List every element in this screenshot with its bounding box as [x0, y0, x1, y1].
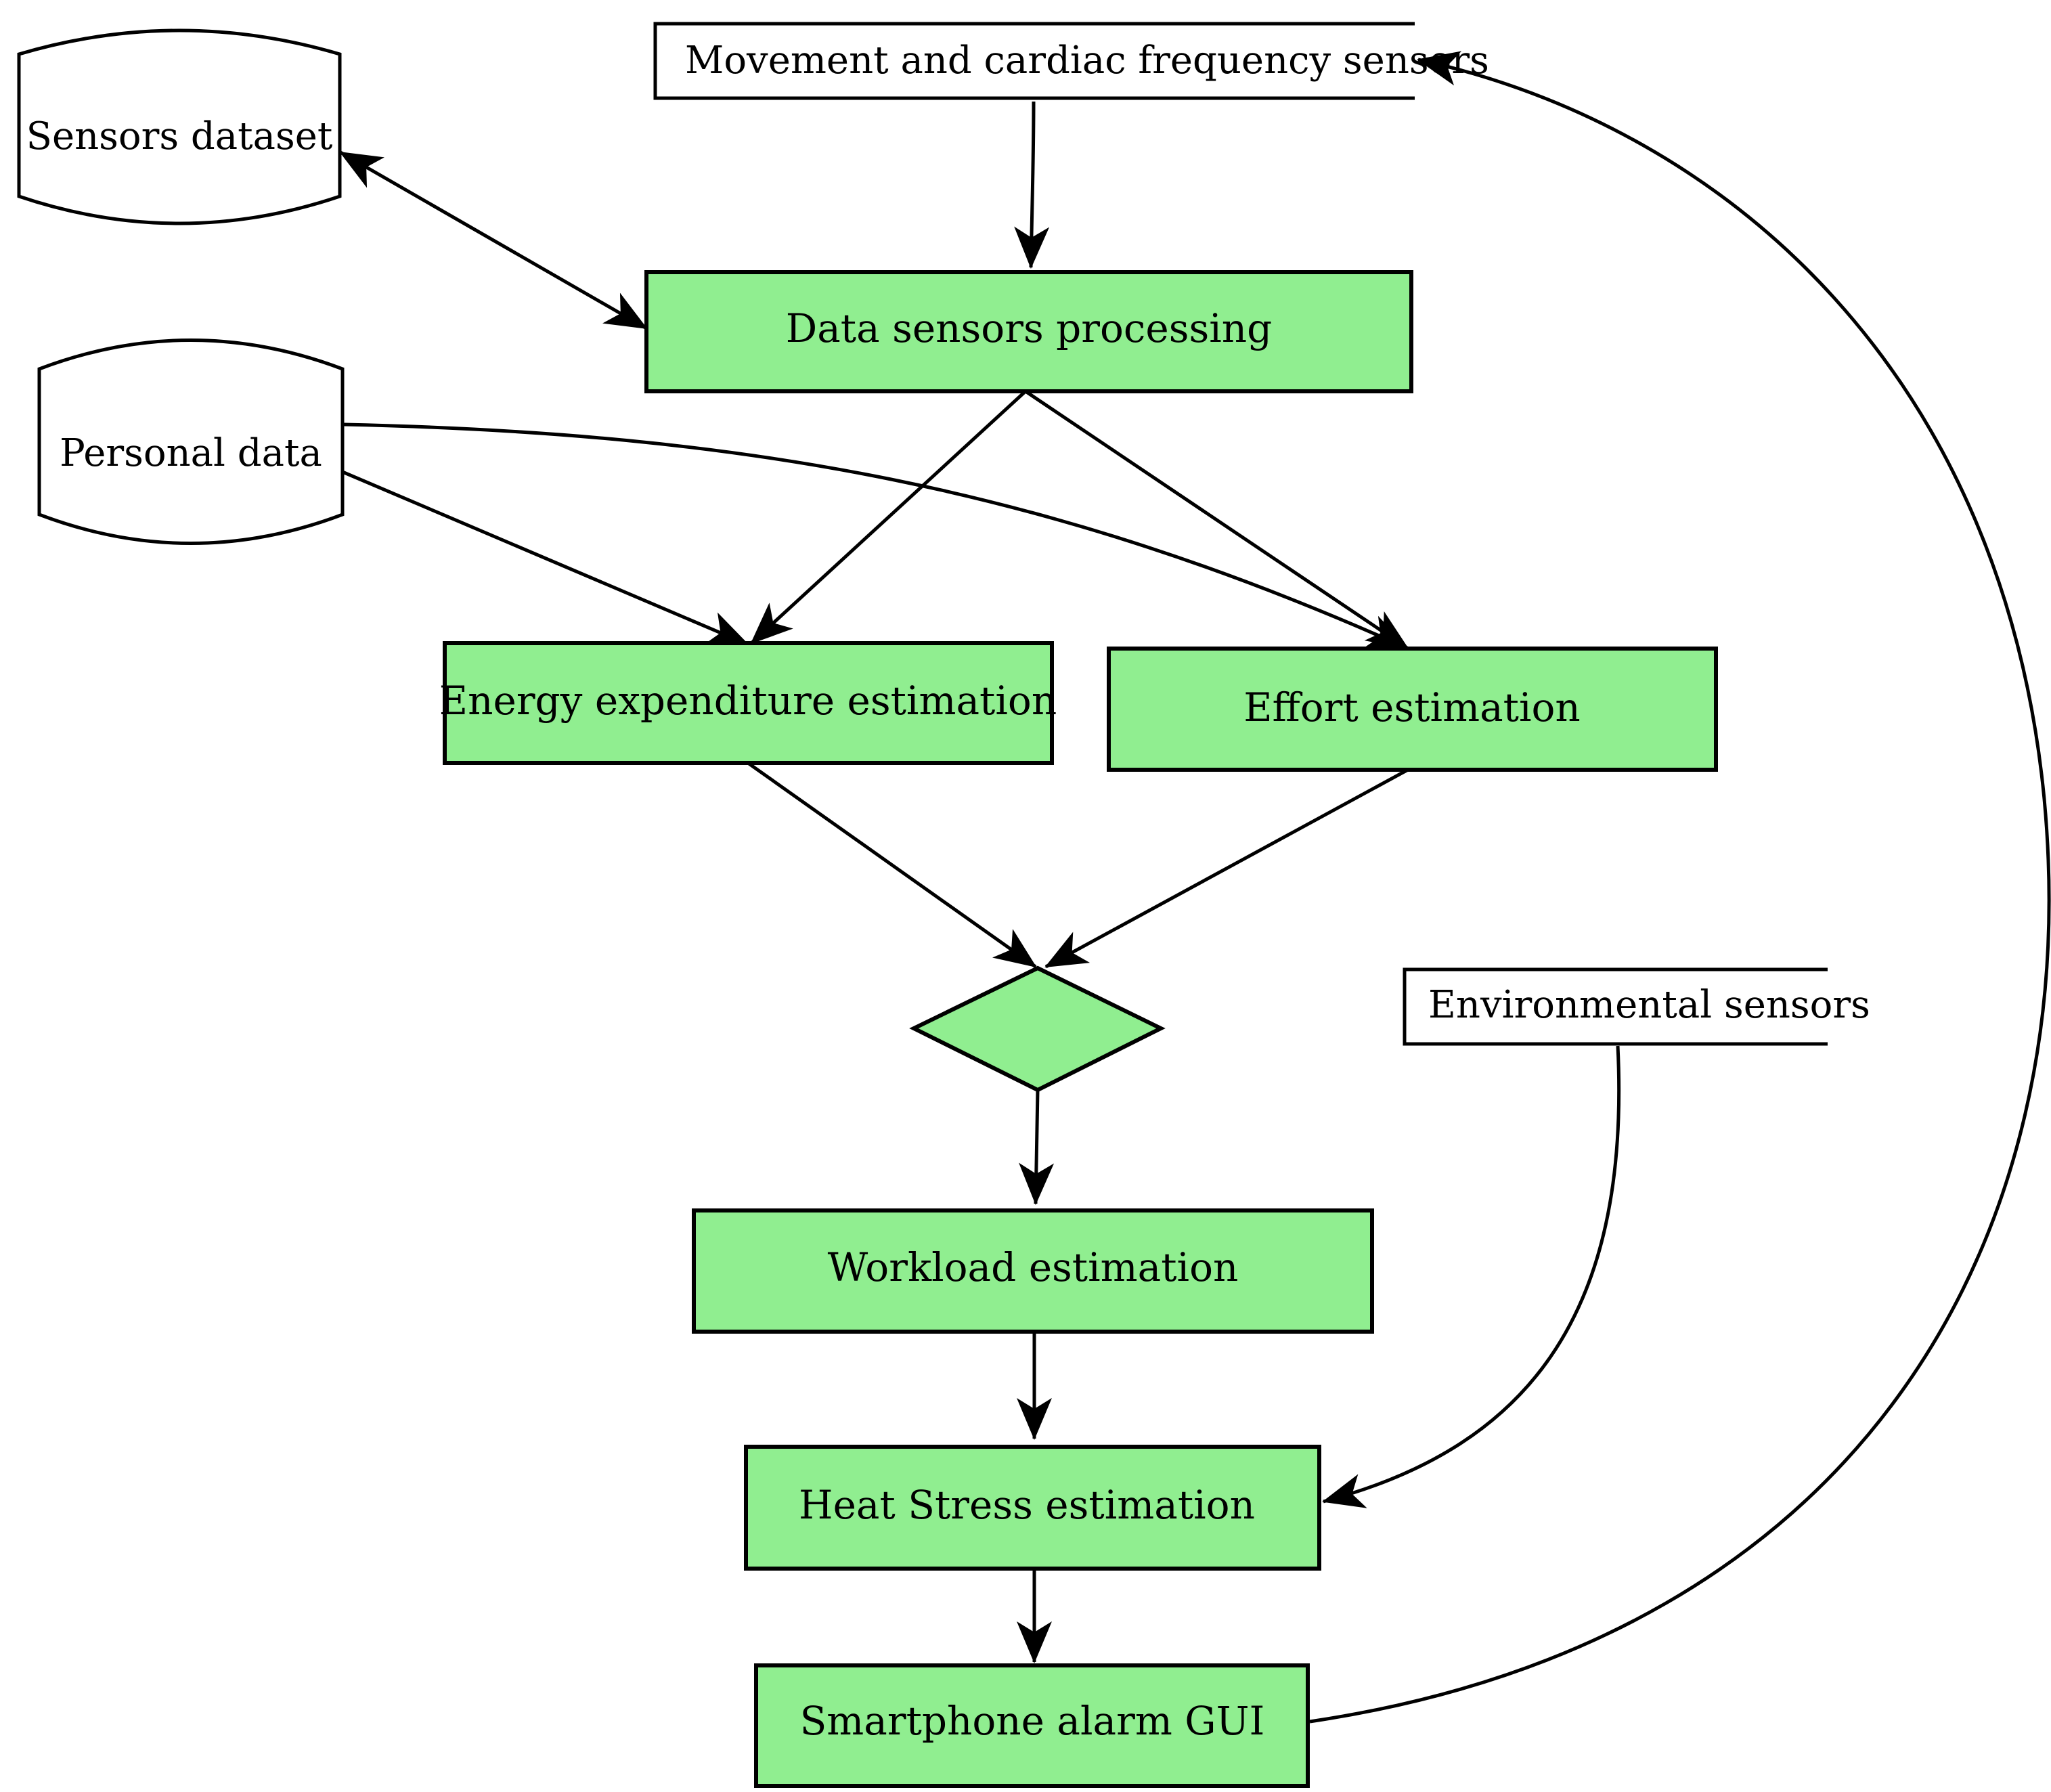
label-sensors-dataset: Sensors dataset: [26, 114, 333, 158]
edge-dataset-to-processing: [339, 150, 648, 330]
label-workload-estimation: Workload estimation: [828, 1244, 1239, 1290]
process-data-sensors-processing: Data sensors processing: [644, 270, 1413, 393]
edge-personal-to-effort: [342, 422, 1409, 651]
label-heat-stress: Heat Stress estimation: [799, 1482, 1255, 1528]
edge-environment-to-heat: [1322, 1045, 1621, 1508]
cylinder-shape: [17, 28, 342, 225]
input-movement-sensors: Movement and cardiac frequency sensors: [653, 22, 1489, 100]
input-environmental-sensors: Environmental sensors: [1403, 967, 1870, 1046]
edge-processing-to-effort: [1024, 389, 1409, 651]
merge-diamond: [909, 965, 1166, 1093]
label-smartphone-gui: Smartphone alarm GUI: [800, 1698, 1265, 1744]
process-box: [443, 641, 1054, 765]
process-box: [644, 270, 1413, 393]
edge-energy-to-diamond: [747, 761, 1037, 969]
edge-personal-to-energy: [342, 470, 749, 647]
process-box: [1107, 647, 1718, 772]
edges: [339, 51, 2051, 1724]
edge-diamond-to-workload: [1019, 1089, 1055, 1205]
edge-movement-to-processing: [1014, 101, 1050, 269]
edge-processing-to-energy: [750, 390, 1027, 644]
input-box-shape: [1403, 967, 1828, 1046]
edge-gui-to-movement: [1309, 51, 2051, 1724]
edge-effort-to-diamond: [1044, 768, 1409, 969]
label-environmental-sensors: Environmental sensors: [1428, 983, 1870, 1027]
process-smartphone-gui: Smartphone alarm GUI: [754, 1663, 1310, 1788]
diamond-shape: [909, 965, 1166, 1093]
label-movement-sensors: Movement and cardiac frequency sensors: [685, 39, 1489, 83]
process-heat-stress: Heat Stress estimation: [744, 1445, 1321, 1571]
label-personal-data: Personal data: [60, 431, 322, 475]
db-sensors-dataset: Sensors dataset: [17, 28, 342, 225]
process-energy-expenditure: Energy expenditure estimation: [439, 641, 1057, 765]
process-box: [744, 1445, 1321, 1571]
label-effort-estimation: Effort estimation: [1243, 684, 1581, 730]
label-data-processing: Data sensors processing: [786, 305, 1273, 351]
label-energy-expenditure: Energy expenditure estimation: [439, 678, 1057, 724]
process-workload-estimation: Workload estimation: [692, 1208, 1374, 1334]
process-box: [754, 1663, 1310, 1788]
process-box: [692, 1208, 1374, 1334]
db-personal-data: Personal data: [37, 338, 345, 545]
process-effort-estimation: Effort estimation: [1107, 647, 1718, 772]
cylinder-shape: [37, 338, 345, 545]
input-box-shape: [653, 22, 1415, 100]
